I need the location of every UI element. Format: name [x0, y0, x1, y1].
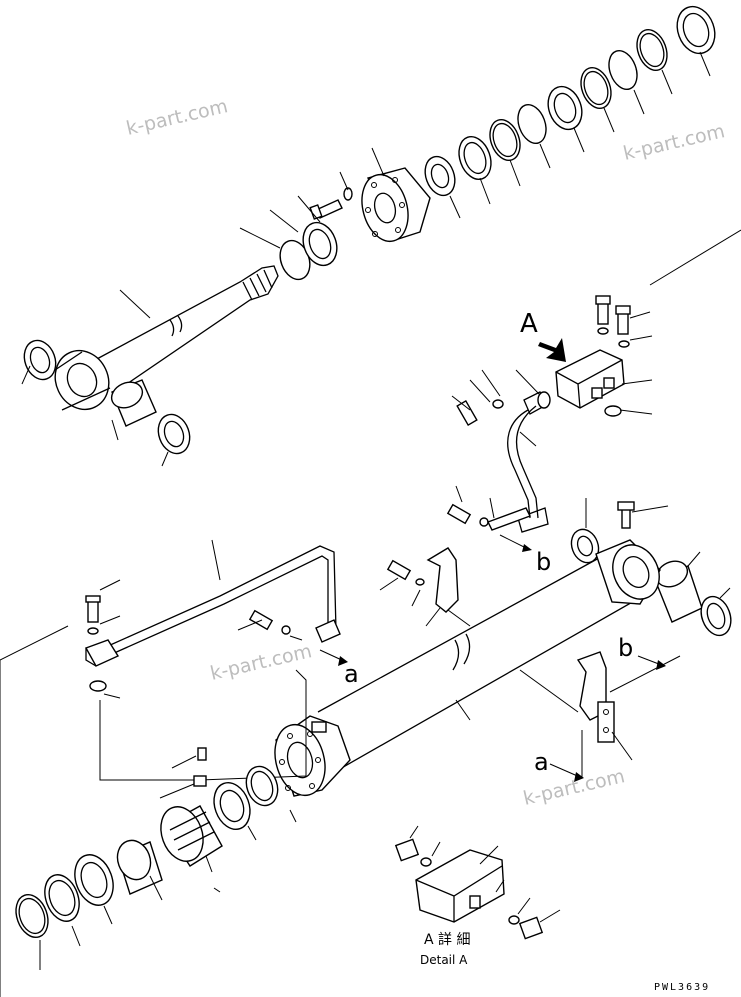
detail-a-block — [394, 838, 544, 940]
clamp-lower — [576, 651, 615, 743]
ring-lower-1 — [245, 765, 279, 807]
frame-line-upper — [649, 229, 741, 286]
arrow-icon — [538, 338, 566, 362]
rod-end-bushing-lower — [655, 560, 703, 623]
valve-bolts — [595, 295, 631, 348]
detail-letter: A — [520, 309, 538, 339]
cylinder-tube — [274, 539, 661, 797]
routing-label-b-upper: b — [536, 548, 551, 576]
routing-line-clamp — [447, 609, 471, 627]
rod-end-seal-left — [23, 339, 57, 381]
frame-line-left — [0, 625, 69, 997]
routing-label-a-lower: a — [534, 748, 549, 776]
plug-small — [193, 747, 207, 787]
valve-block — [555, 349, 625, 409]
ring-lower-4 — [44, 874, 80, 922]
watermark-3: k-part.com — [208, 640, 314, 685]
drawing-code: PWL3639 — [654, 982, 710, 993]
watermark-2: k-part.com — [621, 120, 727, 165]
ring-lower-3 — [74, 854, 114, 906]
bolt-small — [309, 187, 353, 220]
rod-end-bushing — [110, 379, 157, 427]
seal-lower-right — [700, 595, 732, 637]
routing-label-a-upper: a — [344, 660, 359, 688]
hydraulic-tube-left — [84, 545, 341, 692]
detail-caption-en: Detail A — [420, 953, 468, 967]
routing-label-b-lower: b — [618, 634, 633, 662]
cylinder-head — [361, 167, 431, 243]
leader-lines-upper — [21, 51, 711, 467]
piston-rod — [51, 265, 279, 411]
hydraulic-tube-right — [446, 391, 551, 533]
piston — [160, 805, 223, 867]
rod-end-seal-right — [157, 413, 191, 455]
bushing-lower — [116, 839, 163, 895]
watermark-1: k-part.com — [124, 95, 230, 140]
ring-set — [458, 5, 716, 181]
clamp-upper — [386, 547, 459, 613]
seal-cartridge — [424, 155, 456, 197]
detail-caption-jp: A 詳 細 — [424, 932, 470, 948]
o-ring-valve — [604, 405, 622, 417]
grease-fitting — [617, 501, 635, 529]
